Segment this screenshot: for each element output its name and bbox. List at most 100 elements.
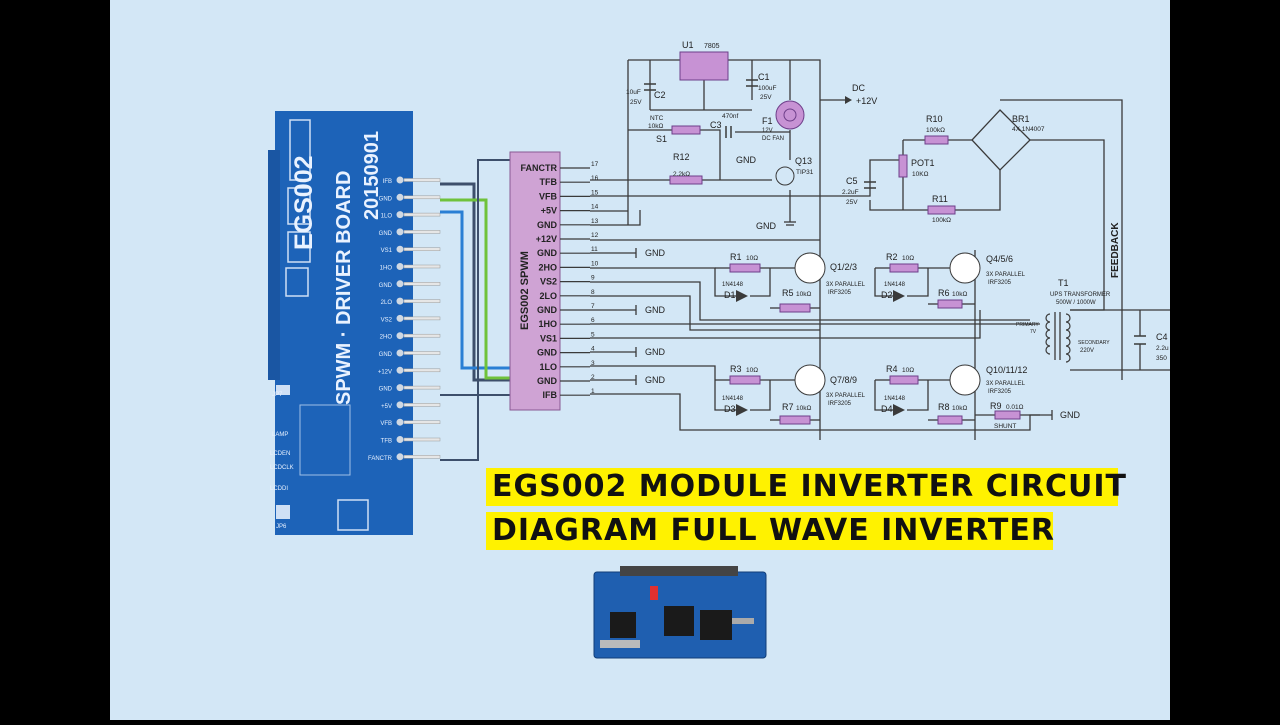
module-part <box>600 640 640 648</box>
q789-mosfet <box>794 364 826 396</box>
board-silk-jp7: JP7 <box>272 392 283 398</box>
r1-label: R1 <box>730 252 742 262</box>
board-header-pin <box>403 420 441 424</box>
board-header-pin <box>403 195 441 200</box>
r12-value: 2.2kΩ <box>673 171 690 178</box>
r8-label: R8 <box>938 402 950 412</box>
board-header-pin <box>403 316 441 321</box>
board-silk-box <box>285 267 309 297</box>
r5-resistor <box>779 303 811 313</box>
secondary-value: 220V <box>1080 348 1094 354</box>
board-pin-label: TFB <box>381 439 392 445</box>
r10-label: R10 <box>926 114 943 124</box>
wire-2lo <box>590 295 820 331</box>
t1-note2: 500W / 1000W <box>1056 300 1096 306</box>
wire-c5 <box>869 159 900 182</box>
d3-diode <box>736 404 748 416</box>
c2-value1: 10uF <box>626 89 641 96</box>
chip-pin-number: 9 <box>591 275 595 282</box>
q789-note1: 3X PARALLEL <box>826 393 866 399</box>
chip-pin-number: 2 <box>591 374 595 381</box>
d2-label: D2 <box>881 290 893 300</box>
c5-symbol <box>864 181 876 189</box>
r8-value: 10kΩ <box>952 405 967 412</box>
chip-pin-number: 8 <box>591 289 595 296</box>
dc-value: +12V <box>856 96 877 106</box>
gnd-label-1: GND <box>736 155 757 165</box>
chip-pin-number: 7 <box>591 303 595 310</box>
module-header <box>620 566 738 576</box>
board-pin-label: 2HO <box>380 335 393 341</box>
c3-label: C3 <box>710 120 722 130</box>
wire-vs2 <box>590 281 1030 321</box>
f1-value2: DC FAN <box>762 136 784 142</box>
board-pin-pad <box>396 314 404 322</box>
board-header-pin <box>403 299 441 303</box>
r11-resistor <box>927 205 956 215</box>
d2-part: 1N4148 <box>884 282 906 288</box>
wire-d2-out <box>907 268 929 297</box>
wire-d2 <box>874 268 893 297</box>
board-silk-box <box>299 404 351 476</box>
board-header-pin <box>403 282 441 286</box>
f1-label: F1 <box>762 116 773 126</box>
chip-pin-name: 1HO <box>538 319 557 329</box>
d3-label: D3 <box>724 404 736 414</box>
c1-label: C1 <box>758 72 770 82</box>
c5-value2: 25V <box>846 199 858 206</box>
schematic-labels: U1 7805 C2 10uF 25V C1 100uF 25V F1 12V … <box>626 40 1169 430</box>
r2-label: R2 <box>886 252 898 262</box>
d4-diode <box>893 404 905 416</box>
r6-label: R6 <box>938 288 950 298</box>
board-header-pin <box>403 247 441 251</box>
c3-symbol <box>725 126 732 138</box>
s1-label: S1 <box>656 134 667 144</box>
chip-pin-number: 15 <box>591 189 599 196</box>
module-chip <box>700 610 732 640</box>
r5-label: R5 <box>782 288 794 298</box>
q123-mosfet <box>794 252 826 284</box>
board-pin-label: GND <box>379 231 393 237</box>
c5-label: C5 <box>846 176 858 186</box>
board-header-pin <box>403 385 441 390</box>
chip-pin-name: 2HO <box>538 262 557 272</box>
q101112-note2: IRF3205 <box>988 389 1012 395</box>
br1-label: BR1 <box>1012 114 1030 124</box>
board-pin-pad <box>396 453 404 461</box>
gnd-label-4: GND <box>645 305 666 315</box>
board-pin-pad <box>396 280 404 288</box>
fan-icon <box>775 100 805 130</box>
d1-label: D1 <box>724 290 736 300</box>
bridge-rectifier <box>971 109 1031 171</box>
board-pin-label: +5V <box>381 404 392 410</box>
wire-feedback <box>1000 99 1123 380</box>
chip-pin-name: VS1 <box>540 333 557 343</box>
c3-value: 470nf <box>722 113 738 120</box>
board-pin-label: VFB <box>380 421 392 427</box>
module-chip <box>664 606 694 636</box>
q456-note2: IRF3205 <box>988 280 1012 286</box>
board-pin-pad <box>396 228 404 236</box>
board-silk-box <box>337 499 369 531</box>
pot1-label: POT1 <box>911 158 935 168</box>
board-pin-label: GND <box>379 196 393 202</box>
board-pin-pad <box>396 211 404 219</box>
board-header-pin <box>403 264 441 269</box>
r2-value: 10Ω <box>902 255 914 262</box>
gnd-label-7: GND <box>1060 410 1081 420</box>
r11-label: R11 <box>932 194 948 204</box>
wire-d4-out <box>907 380 929 411</box>
shunt-label: SHUNT <box>994 423 1016 430</box>
module-chip <box>610 612 636 638</box>
chip-pin-number: 16 <box>591 175 599 182</box>
d1-diode <box>736 290 748 302</box>
r5-value: 10kΩ <box>796 291 811 298</box>
r1-value: 10Ω <box>746 255 758 262</box>
chip-pin-number: 10 <box>591 260 599 267</box>
r2-resistor <box>889 263 919 273</box>
q101112-note1: 3X PARALLEL <box>986 381 1026 387</box>
q789-label: Q7/8/9 <box>830 375 857 385</box>
r7-label: R7 <box>782 402 794 412</box>
caption-line-2: DIAGRAM FULL WAVE INVERTER <box>486 512 1054 550</box>
